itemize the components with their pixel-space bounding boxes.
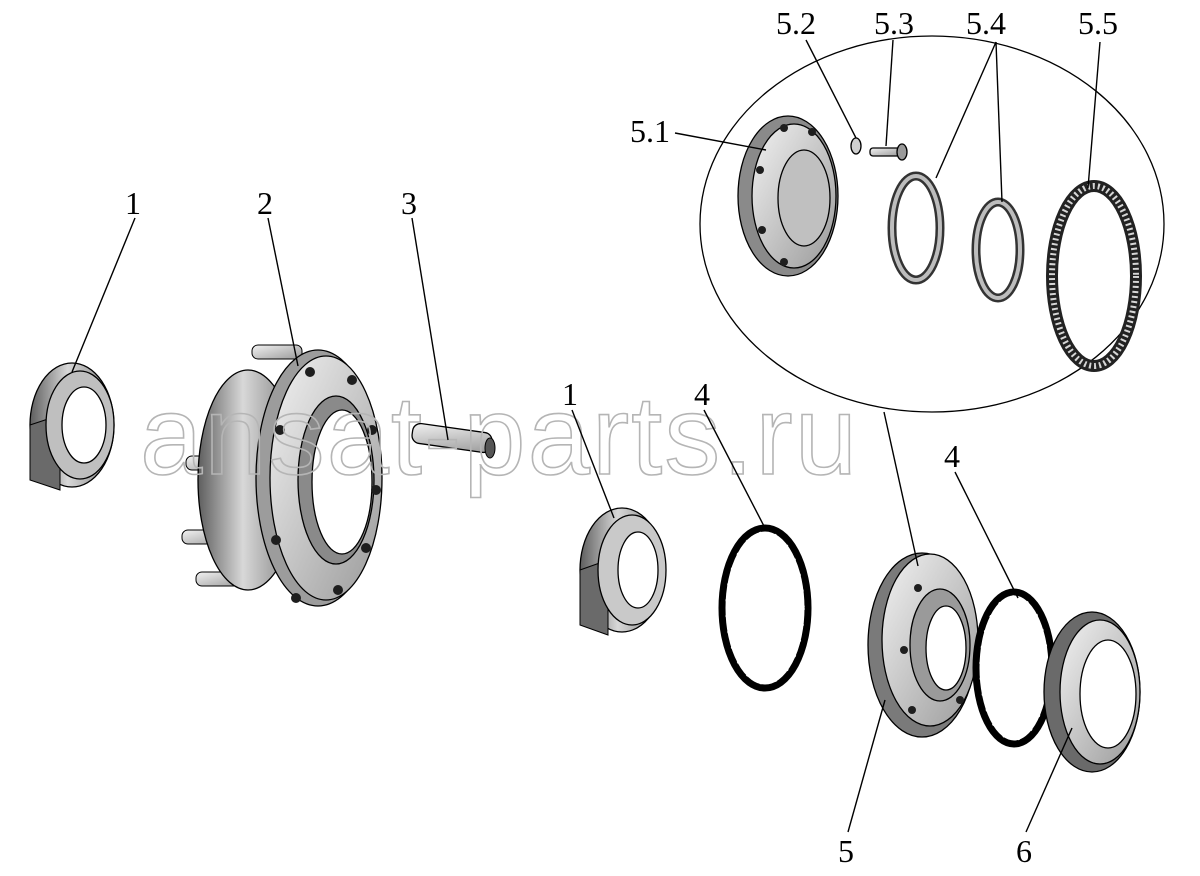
label-5-3: 5.3 — [874, 5, 914, 41]
detail-ellipse — [699, 35, 1165, 413]
label-5-1: 5.1 — [630, 113, 670, 149]
label-1-right: 1 — [562, 376, 578, 412]
ring-gear-part — [1046, 180, 1142, 372]
hub-part — [181, 344, 383, 607]
callout-labels: 1 2 3 1 4 4 5 6 5.1 5.2 5.3 5.4 5.5 — [125, 5, 1118, 869]
label-3: 3 — [401, 185, 417, 221]
label-5: 5 — [838, 833, 854, 869]
washer-part — [850, 137, 862, 155]
label-5-4: 5.4 — [966, 5, 1006, 41]
watermark-text: ansat-parts.ru — [140, 373, 859, 498]
bolt-part — [869, 143, 908, 161]
gasket-left-part — [718, 524, 812, 692]
bearing-left-part — [29, 362, 115, 491]
housing-part — [867, 552, 979, 738]
housing-body-part — [737, 115, 839, 277]
label-1-left: 1 — [125, 185, 141, 221]
leader-lines — [71, 39, 1101, 833]
label-4-left: 4 — [694, 376, 710, 412]
stud-part — [411, 422, 496, 459]
label-2: 2 — [257, 185, 273, 221]
bearing-right-part — [579, 507, 667, 636]
cover-part — [1043, 611, 1141, 773]
label-5-5: 5.5 — [1078, 5, 1118, 41]
label-4-right: 4 — [944, 438, 960, 474]
rings-part — [887, 171, 1025, 303]
label-5-2: 5.2 — [776, 5, 816, 41]
gasket-right-part — [972, 588, 1056, 748]
label-6: 6 — [1016, 833, 1032, 869]
